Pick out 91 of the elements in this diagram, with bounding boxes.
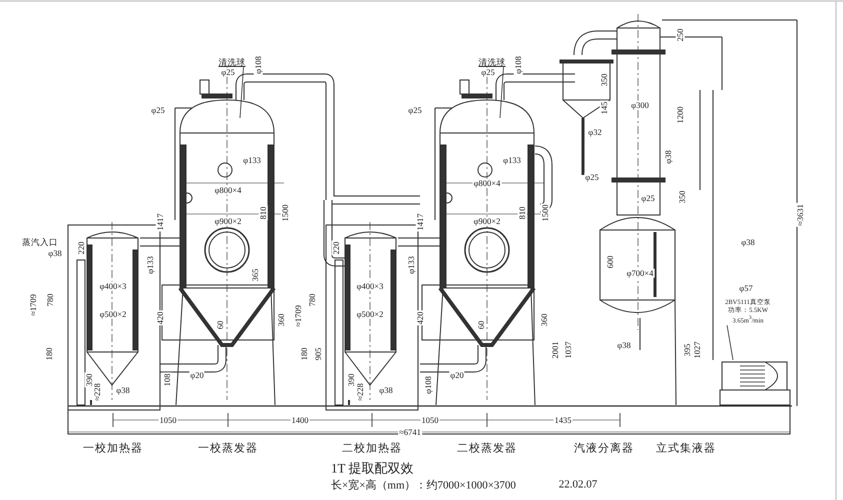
dimension-label: 1417	[156, 212, 164, 232]
dimension-label: φ700×4	[626, 268, 654, 278]
dimension-label: 1435	[554, 416, 572, 424]
dimension-label: 1500	[540, 204, 550, 222]
dimension-label: φ38	[47, 248, 63, 258]
dimension-label: 420	[156, 310, 164, 326]
leader-line	[500, 66, 504, 118]
dimension-label: ≈228	[92, 382, 102, 402]
dimension-label: 905	[314, 346, 322, 362]
dimension-label: φ800×4	[214, 186, 242, 194]
dimension-label: 600	[606, 254, 614, 270]
dimension-label: φ108	[514, 55, 522, 75]
dimension-label: φ20	[449, 370, 465, 380]
dimension-label: 250	[676, 28, 684, 42]
dimension-label: 1027	[692, 340, 702, 360]
dimension-label: 145	[600, 100, 608, 116]
dimension-label: φ133	[406, 255, 416, 275]
date-label: 22.02.07	[558, 480, 598, 490]
dimension-label: ≈3631	[796, 203, 804, 227]
dimension-label: φ38	[378, 386, 394, 394]
dimension-label: φ38	[740, 238, 756, 246]
dimension-label: φ500×2	[356, 310, 384, 318]
dimension-label: φ32	[587, 128, 603, 136]
dimension-label: φ133	[502, 156, 522, 164]
dimension-label: φ900×2	[472, 216, 502, 226]
dimension-label: φ57	[738, 284, 754, 292]
dimension-label: φ25	[220, 68, 236, 76]
dimension-label: φ38	[664, 149, 672, 165]
dimension-label: φ25	[584, 172, 600, 182]
dimension-label: φ500×2	[98, 310, 128, 318]
dimension-label: ≈6741	[398, 428, 422, 436]
dimension-label: 395	[682, 342, 692, 358]
dimension-label: φ400×3	[356, 282, 384, 290]
equipment-name: 二校蒸发器	[456, 444, 518, 454]
dimension-label: ≈228	[356, 382, 364, 402]
equipment-name: 立式集液器	[655, 444, 717, 454]
dimension-label: 1050	[420, 416, 440, 424]
equipment-name: 汽液分离器	[573, 444, 635, 454]
dimension-label: 180	[300, 346, 308, 362]
equipment-name: 一校加热器	[82, 444, 144, 454]
dimension-label: 350	[600, 72, 608, 88]
dimension-label: 220	[332, 240, 340, 256]
drawing-title: 1T 提取配双效	[330, 462, 414, 474]
dimension-label: φ25	[640, 194, 656, 202]
dimension-label: 60	[476, 320, 486, 330]
equipment-name: 一校蒸发器	[197, 444, 259, 454]
dimension-label: 360	[276, 312, 286, 328]
dimension-label: 420	[416, 310, 424, 326]
dimension-label: φ38	[115, 386, 131, 394]
dimension-label: 2001	[550, 340, 560, 360]
dimension-label: φ108	[254, 55, 262, 75]
dimension-label: 360	[540, 312, 548, 328]
dimension-label: φ300	[630, 100, 650, 110]
leader-line	[726, 324, 734, 360]
dimension-label: 1417	[416, 212, 424, 232]
dimension-label: 810	[518, 206, 526, 220]
dimension-label: 108	[162, 372, 172, 388]
dimension-label: 1200	[676, 106, 684, 124]
dimension-label: 780	[308, 292, 316, 308]
dimension-label: ≈1709	[294, 304, 302, 328]
dimension-label: φ108	[424, 375, 432, 395]
dimension-label: 780	[46, 292, 54, 308]
dimension-label: 1050	[158, 416, 178, 424]
dimension-label: φ400×3	[98, 282, 128, 290]
dimension-label: φ20	[189, 370, 205, 380]
leader-line	[240, 66, 244, 118]
dimension-label: 蒸汽入口	[21, 238, 59, 246]
dimension-label: 390	[346, 372, 356, 388]
dimension-label: 810	[258, 206, 268, 220]
dimension-label: 180	[44, 346, 54, 362]
dimension-label: 1037	[564, 340, 572, 360]
dimension-label: φ25	[150, 106, 166, 114]
dimension-label: 390	[84, 372, 94, 388]
dimension-label: 365	[250, 268, 260, 282]
dimension-label: φ38	[616, 340, 632, 350]
dimension-label: ≈1709	[28, 293, 38, 317]
drawing-caption: 长×宽×高（mm）：约7000×1000×3700	[330, 480, 517, 492]
equipment-name: 二校加热器	[341, 444, 403, 454]
callout-label: 清洗球	[478, 56, 506, 68]
dimension-label: 1400	[290, 416, 310, 424]
dimension-label: 1500	[280, 204, 290, 222]
dimension-label: φ800×4	[472, 178, 502, 188]
dimension-label: φ133	[242, 156, 262, 164]
dimension-label: φ900×2	[214, 216, 242, 226]
dimension-label: φ133	[146, 255, 154, 275]
dimension-label: 220	[76, 240, 86, 256]
dimension-label: 350	[678, 190, 686, 204]
dimension-label: φ25	[407, 106, 423, 114]
callout-label: 清洗球	[218, 56, 246, 68]
dimension-label: φ25	[480, 68, 496, 76]
dimension-label: 60	[216, 320, 224, 330]
